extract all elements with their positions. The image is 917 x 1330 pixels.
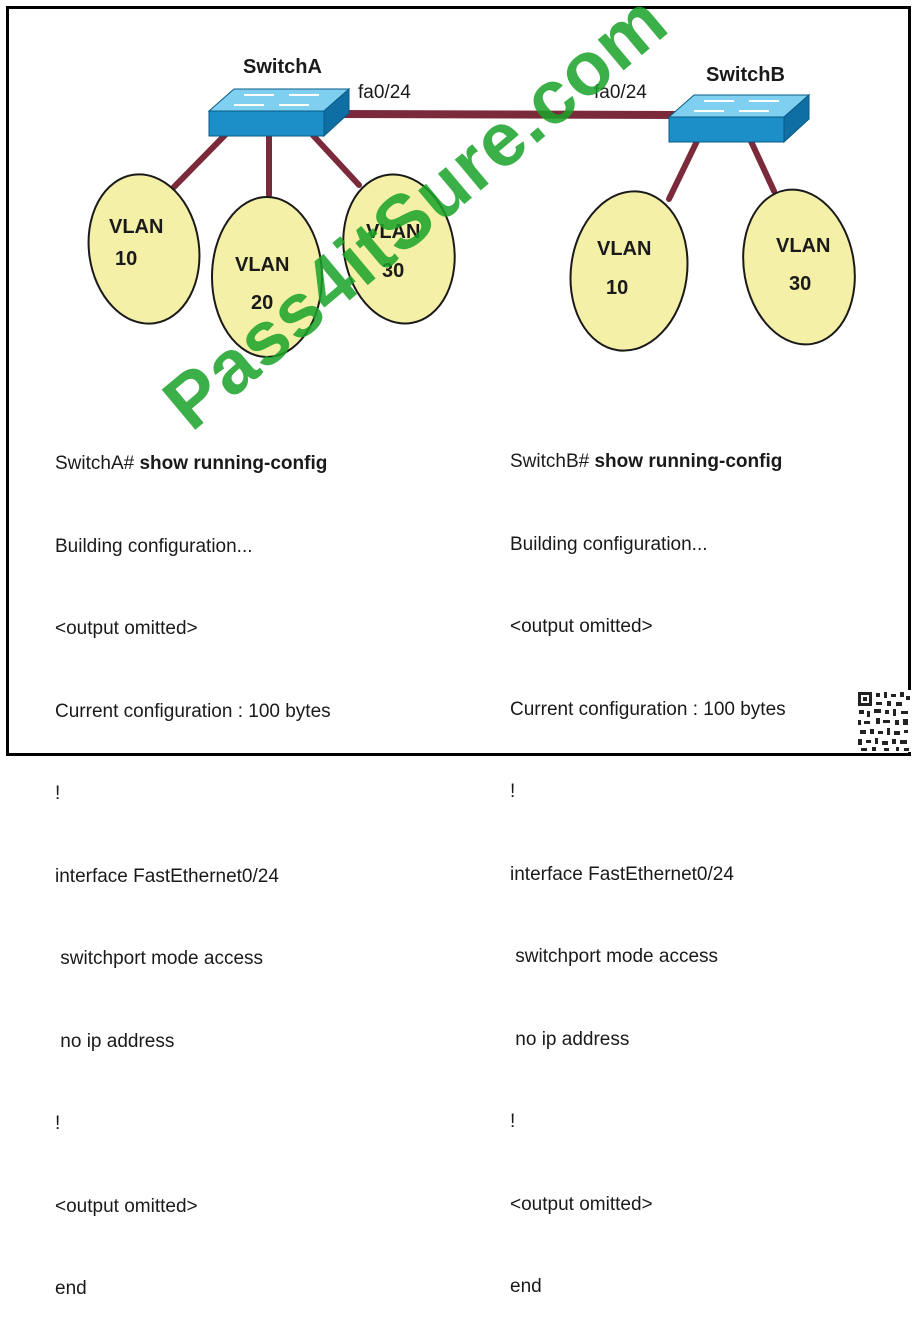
config-a-prompt: SwitchA# — [55, 453, 140, 474]
vlan-a-10-label: VLAN — [109, 216, 163, 238]
config-line: ! — [510, 781, 516, 802]
config-line: <output omitted> — [510, 1193, 653, 1215]
config-line: switchport mode access — [55, 948, 264, 969]
config-line: end — [55, 1278, 87, 1299]
config-a-command: show running-config — [139, 453, 328, 474]
switch-b-port-label: fa0/24 — [594, 82, 647, 103]
switch-a-label: SwitchA — [243, 56, 322, 78]
config-line: no ip address — [510, 1028, 630, 1050]
config-line: <output omitted> — [55, 618, 198, 639]
vlan-bubble-a-30 — [342, 173, 456, 325]
config-line: ! — [55, 783, 61, 804]
switch-b-icon — [667, 93, 811, 144]
qr-code-icon — [856, 690, 911, 752]
vlan-a-30-label: VLAN — [366, 221, 420, 243]
link-b-vlan10 — [666, 134, 702, 202]
link-a-vlan10 — [171, 128, 232, 190]
vlan-b-30-number: 30 — [789, 273, 811, 295]
vlan-bubble-a-20 — [211, 196, 323, 358]
config-b-prompt: SwitchB# — [510, 451, 595, 472]
vlan-b-30-label: VLAN — [776, 235, 830, 257]
config-line: interface FastEthernet0/24 — [510, 863, 734, 885]
inter-switch-link — [328, 110, 680, 119]
config-line: ! — [55, 1113, 61, 1134]
config-line: switchport mode access — [510, 946, 719, 967]
config-line: end — [510, 1276, 542, 1297]
config-line: Current configuration : 100 bytes — [55, 700, 331, 722]
vlan-a-30-number: 30 — [382, 260, 404, 282]
config-line: <output omitted> — [55, 1195, 198, 1217]
switch-a-icon — [207, 87, 351, 138]
config-a-command-line: SwitchA# show running-config — [55, 450, 331, 478]
config-line: no ip address — [55, 1030, 175, 1052]
switch-b-label: SwitchB — [706, 64, 785, 86]
config-b-command-line: SwitchB# show running-config — [510, 448, 786, 476]
config-line: <output omitted> — [510, 616, 653, 637]
vlan-b-10-label: VLAN — [597, 238, 651, 260]
config-line: interface FastEthernet0/24 — [55, 865, 279, 887]
network-diagram: SwitchA SwitchB fa0/24 fa0/24 VLAN 10 VL… — [87, 56, 856, 358]
vlan-links — [171, 128, 777, 202]
switch-a-port-label: fa0/24 — [358, 82, 411, 103]
config-line: Current configuration : 100 bytes — [510, 698, 786, 720]
vlan-b-10-number: 10 — [606, 277, 628, 299]
config-b-command: show running-config — [594, 451, 783, 472]
config-line: ! — [510, 1111, 516, 1132]
switch-b-config-output: SwitchB# show running-config Building co… — [510, 393, 786, 1328]
vlan-a-10-number: 10 — [115, 248, 137, 270]
vlan-a-20-label: VLAN — [235, 254, 289, 276]
diagram-frame: SwitchA SwitchB fa0/24 fa0/24 VLAN 10 VL… — [6, 6, 911, 756]
config-line: Building configuration... — [510, 533, 708, 555]
vlan-bubble-b-30 — [742, 188, 856, 346]
link-b-vlan30 — [746, 134, 777, 194]
switch-a-config-output: SwitchA# show running-config Building co… — [55, 395, 331, 1330]
link-a-vlan30 — [306, 128, 362, 188]
config-line: Building configuration... — [55, 535, 253, 557]
vlan-bubble-b-10 — [569, 190, 689, 352]
vlan-bubble-a-10 — [87, 173, 201, 325]
vlan-a-20-number: 20 — [251, 292, 273, 314]
